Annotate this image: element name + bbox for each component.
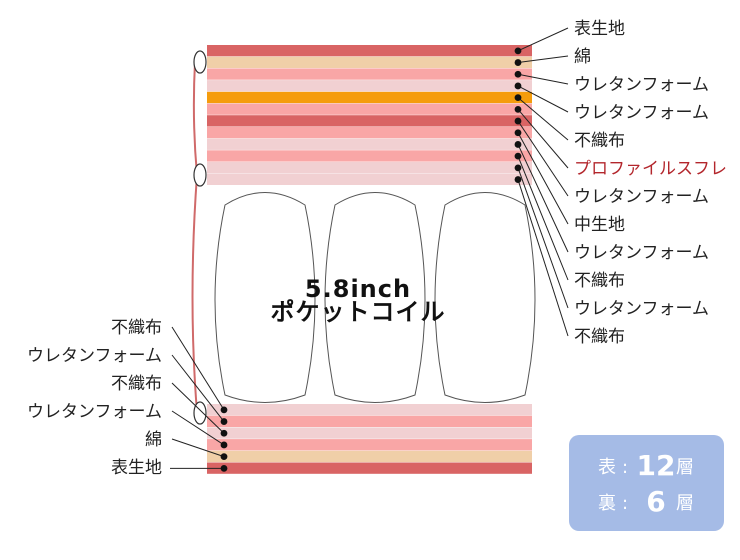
- bottom-leader-dot: [220, 441, 228, 449]
- bottom-leader-line: [171, 326, 225, 411]
- top-layer-label: 不織布: [574, 327, 625, 347]
- top-leader-dot: [514, 129, 522, 137]
- bottom-layer-label: 表生地: [111, 458, 162, 478]
- top-leader-line: [517, 55, 569, 64]
- top-leader-dot: [514, 141, 522, 148]
- roll-edge-top: [193, 50, 207, 74]
- badge-front-label: 表: [598, 457, 616, 478]
- top-leader-dot: [514, 164, 522, 172]
- top-layer-label: ウレタンフォーム: [574, 103, 709, 123]
- bottom-leader-dot: [220, 406, 228, 414]
- bottom-layer-band: [207, 415, 532, 427]
- badge-back-unit: 層: [676, 493, 694, 514]
- top-layer-label: プロファイルスフレ: [574, 159, 727, 179]
- top-layer-band: [207, 56, 532, 68]
- badge-background: [569, 435, 724, 531]
- top-leader-dot: [514, 105, 522, 113]
- top-layer-label: ウレタンフォーム: [574, 243, 709, 263]
- badge-back-label: 裏: [598, 493, 616, 514]
- top-layer-band: [207, 138, 532, 150]
- bottom-leader-line: [171, 354, 225, 422]
- top-leader-line: [517, 155, 569, 281]
- top-leader-line: [517, 73, 569, 85]
- top-layer-band: [207, 80, 532, 92]
- top-leader-line: [517, 109, 569, 169]
- bottom-layer-band: [207, 450, 532, 463]
- bottom-layer-stack: [207, 404, 532, 474]
- coil-3: [434, 192, 536, 403]
- coil-type-label: ポケットコイル: [271, 298, 446, 326]
- top-layer-band: [207, 45, 532, 57]
- bottom-layer-label: ウレタンフォーム: [27, 402, 162, 422]
- top-layer-label: ウレタンフォーム: [574, 299, 709, 319]
- top-leader-dot: [514, 47, 522, 55]
- coil-size-label: 5.8inch: [305, 275, 411, 303]
- top-layer-band: [207, 68, 532, 80]
- top-layer-band: [207, 173, 532, 185]
- coil-1: [214, 192, 316, 403]
- badge-front-sep: :: [622, 457, 628, 478]
- bottom-layer-label: 不織布: [111, 374, 162, 394]
- top-layer-label: ウレタンフォーム: [574, 187, 709, 207]
- top-layer-label: 不織布: [574, 131, 625, 151]
- top-leader-line: [517, 132, 569, 225]
- bottom-leader-dot: [220, 418, 228, 425]
- bottom-layer-label: ウレタンフォーム: [27, 346, 162, 366]
- top-layer-label: 中生地: [574, 215, 625, 235]
- top-layer-band: [207, 91, 532, 104]
- top-layer-labels: 表生地綿ウレタンフォームウレタンフォーム不織布プロファイルスフレウレタンフォーム…: [574, 19, 727, 347]
- top-leader-dot: [514, 82, 522, 90]
- top-layer-label: ウレタンフォーム: [574, 75, 709, 95]
- top-layer-band: [207, 115, 532, 127]
- top-leader-line: [517, 85, 569, 113]
- badge-back-sep: :: [622, 493, 628, 514]
- top-leader-line: [517, 120, 569, 197]
- bottom-layer-label: 不織布: [111, 318, 162, 338]
- top-leader-line: [517, 144, 569, 253]
- layer-count-badge: 表 : 12 層 裏 : 6 層: [569, 435, 724, 531]
- top-leader-dot: [514, 59, 522, 66]
- top-leader-dot: [514, 117, 522, 125]
- bottom-leader-dot: [220, 429, 228, 437]
- top-layer-label: 綿: [574, 47, 591, 67]
- pocket-coil-section: 5.8inch ポケットコイル: [214, 192, 536, 403]
- bottom-layer-band: [207, 427, 532, 439]
- top-leader-dot: [514, 94, 522, 102]
- badge-front-unit: 層: [676, 457, 694, 478]
- bottom-leader-line: [171, 410, 225, 446]
- top-leader-dot: [514, 70, 522, 78]
- top-layer-band: [207, 103, 532, 115]
- bottom-leader-lines: [170, 326, 228, 472]
- border-stitch: [191, 50, 207, 425]
- coil-2: [324, 192, 426, 403]
- roll-edge-bottom: [193, 401, 207, 425]
- top-leader-line: [517, 167, 569, 309]
- bottom-layer-band: [207, 439, 532, 451]
- top-leader-line: [517, 27, 569, 52]
- top-leader-dot: [514, 152, 522, 160]
- top-leader-line: [517, 97, 569, 141]
- badge-back-count: 6: [646, 485, 665, 518]
- stitch-line-left: [191, 61, 199, 413]
- top-leader-dot: [514, 176, 522, 183]
- top-layer-stack: [207, 45, 532, 185]
- bottom-layer-band: [207, 404, 532, 416]
- roll-edge-middle: [193, 163, 207, 187]
- bottom-leader-dot: [220, 464, 228, 472]
- top-leader-line: [517, 179, 569, 337]
- badge-front-count: 12: [637, 449, 676, 482]
- top-layer-band: [207, 162, 532, 174]
- top-layer-band: [207, 150, 532, 162]
- bottom-leader-line: [171, 438, 225, 458]
- bottom-layer-label: 綿: [145, 430, 162, 450]
- bottom-leader-dot: [220, 453, 228, 461]
- top-leader-lines: [514, 27, 569, 337]
- bottom-layer-band: [207, 462, 532, 474]
- top-layer-label: 不織布: [574, 271, 625, 291]
- top-layer-band: [207, 126, 532, 139]
- bottom-leader-line: [171, 382, 225, 434]
- top-layer-label: 表生地: [574, 19, 625, 39]
